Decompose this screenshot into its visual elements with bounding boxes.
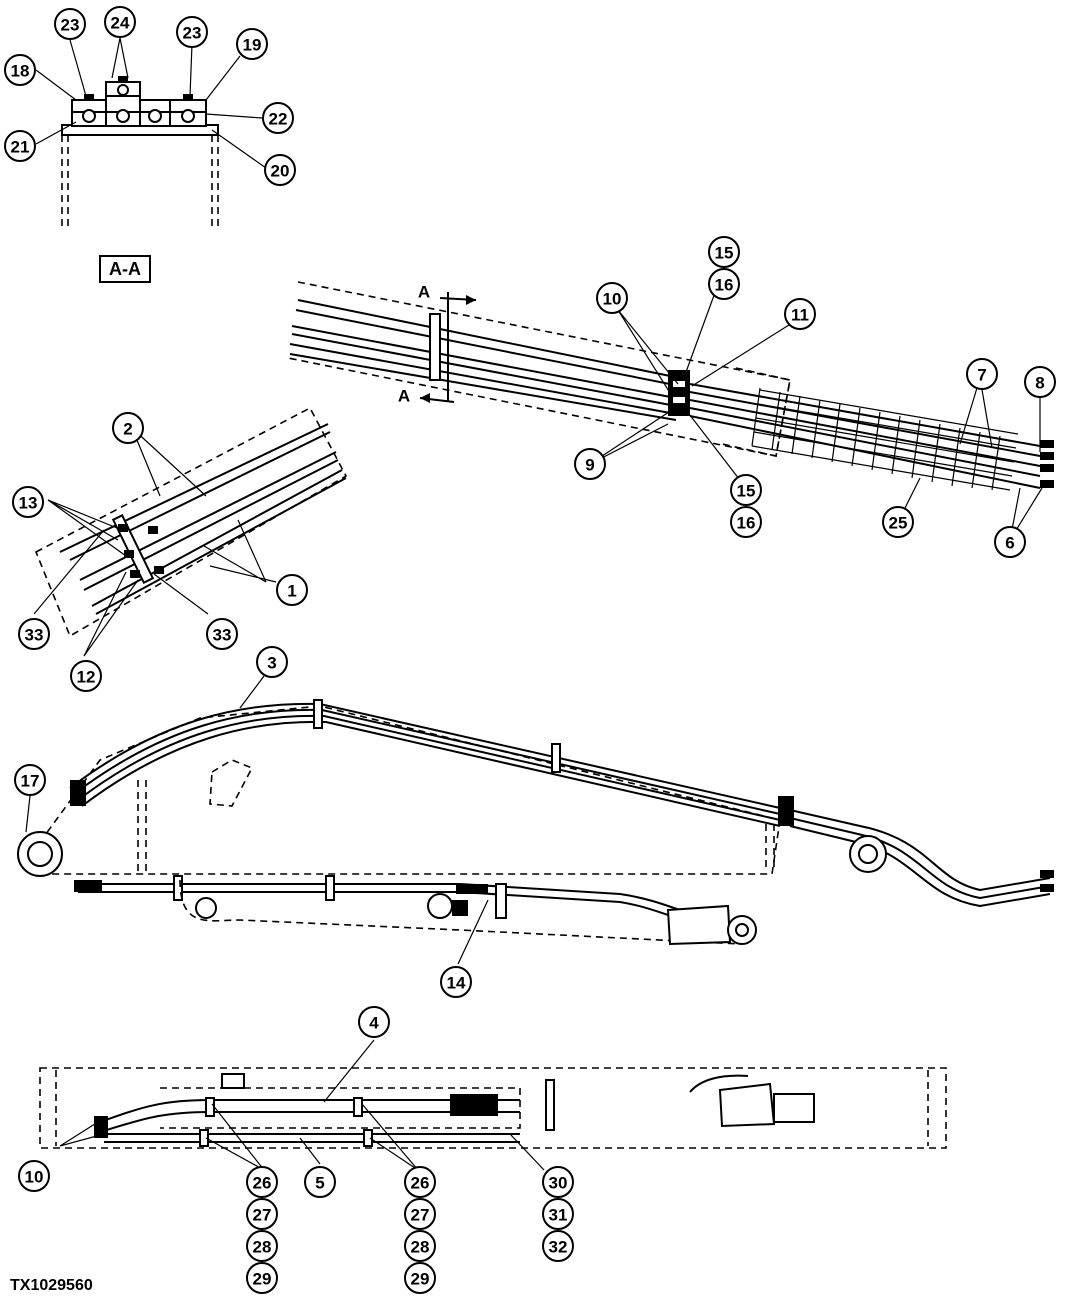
middle-left-detail xyxy=(33,406,348,657)
callout-label: 24 xyxy=(111,14,130,33)
callout-6: 6 xyxy=(994,526,1026,558)
callout-16: 16 xyxy=(708,268,740,300)
callout-label: 7 xyxy=(977,366,986,385)
callout-label: 5 xyxy=(315,1174,324,1193)
callout-label: 11 xyxy=(791,306,809,325)
figure-id: TX1029560 xyxy=(10,1277,93,1294)
callout-2: 2 xyxy=(112,412,144,444)
callout-8: 8 xyxy=(1024,366,1056,398)
section-marker-bottom: A xyxy=(398,387,410,406)
main-boom xyxy=(17,675,1054,965)
callout-label: 28 xyxy=(253,1238,272,1257)
callout-label: 31 xyxy=(549,1206,568,1225)
callout-32: 32 xyxy=(542,1230,574,1262)
callout-label: 19 xyxy=(243,36,262,55)
callout-label: 27 xyxy=(253,1206,272,1225)
callout-label: 15 xyxy=(715,244,734,263)
callout-18: 18 xyxy=(4,54,36,86)
callout-label: 23 xyxy=(61,16,80,35)
callout-9: 9 xyxy=(574,448,606,480)
callout-label: 2 xyxy=(123,420,132,439)
callout-label: 26 xyxy=(411,1174,430,1193)
callout-33: 33 xyxy=(18,618,50,650)
callout-label: 33 xyxy=(213,626,232,645)
callout-14: 14 xyxy=(440,966,472,998)
callout-31: 31 xyxy=(542,1198,574,1230)
callout-28: 28 xyxy=(404,1230,436,1262)
callout-26: 26 xyxy=(246,1166,278,1198)
callout-label: 32 xyxy=(549,1238,568,1257)
callout-3: 3 xyxy=(256,646,288,678)
bottom-arm-view xyxy=(39,1039,947,1171)
callout-27: 27 xyxy=(246,1198,278,1230)
callout-29: 29 xyxy=(246,1262,278,1294)
callout-label: 29 xyxy=(253,1270,272,1289)
callout-label: 9 xyxy=(585,456,594,475)
callout-12: 12 xyxy=(70,660,102,692)
callout-23: 23 xyxy=(176,16,208,48)
callout-29: 29 xyxy=(404,1262,436,1294)
callout-30: 30 xyxy=(542,1166,574,1198)
callout-label: 27 xyxy=(411,1206,430,1225)
callout-21: 21 xyxy=(4,130,36,162)
callout-label: 15 xyxy=(737,482,756,501)
callout-4: 4 xyxy=(358,1006,390,1038)
callout-label: 16 xyxy=(737,514,756,533)
callout-label: 6 xyxy=(1005,534,1014,553)
callout-15: 15 xyxy=(708,236,740,268)
callout-label: 21 xyxy=(11,138,30,157)
callout-label: 14 xyxy=(447,974,466,993)
callout-label: 22 xyxy=(269,110,288,129)
callout-19: 19 xyxy=(236,28,268,60)
callout-17: 17 xyxy=(14,764,46,796)
callout-label: 10 xyxy=(25,1168,44,1187)
callout-label: 17 xyxy=(21,772,40,791)
callout-7: 7 xyxy=(966,358,998,390)
callout-label: 29 xyxy=(411,1270,430,1289)
section-a-a-detail: A-A xyxy=(35,37,267,283)
callout-11: 11 xyxy=(784,298,816,330)
callout-1: 1 xyxy=(276,574,308,606)
section-label: A-A xyxy=(109,259,141,279)
callout-label: 33 xyxy=(25,626,44,645)
callout-label: 4 xyxy=(369,1014,379,1033)
callout-label: 8 xyxy=(1035,374,1044,393)
callout-label: 30 xyxy=(549,1174,568,1193)
callout-25: 25 xyxy=(882,506,914,538)
callout-22: 22 xyxy=(262,102,294,134)
callout-label: 26 xyxy=(253,1174,272,1193)
callout-23: 23 xyxy=(54,8,86,40)
callout-label: 3 xyxy=(267,654,276,673)
callout-label: 20 xyxy=(271,162,290,181)
callout-26: 26 xyxy=(404,1166,436,1198)
callout-label: 23 xyxy=(183,24,202,43)
callout-label: 18 xyxy=(11,62,30,81)
callout-label: 28 xyxy=(411,1238,430,1257)
upper-hose-bundle: A A xyxy=(287,267,1054,541)
callout-13: 13 xyxy=(12,486,44,518)
callout-label: 13 xyxy=(19,494,38,513)
callout-28: 28 xyxy=(246,1230,278,1262)
callout-label: 10 xyxy=(603,290,622,309)
callout-label: 12 xyxy=(77,668,96,687)
callout-20: 20 xyxy=(264,154,296,186)
callout-10: 10 xyxy=(18,1160,50,1192)
callout-label: 25 xyxy=(889,514,908,533)
callout-27: 27 xyxy=(404,1198,436,1230)
callout-33: 33 xyxy=(206,618,238,650)
callout-15: 15 xyxy=(730,474,762,506)
sleeve-mesh xyxy=(751,387,1019,491)
section-marker-top: A xyxy=(418,283,430,302)
callout-16: 16 xyxy=(730,506,762,538)
callout-label: 1 xyxy=(287,582,296,601)
callout-label: 16 xyxy=(715,276,734,295)
callout-10: 10 xyxy=(596,282,628,314)
callout-5: 5 xyxy=(304,1166,336,1198)
callout-24: 24 xyxy=(104,6,136,38)
